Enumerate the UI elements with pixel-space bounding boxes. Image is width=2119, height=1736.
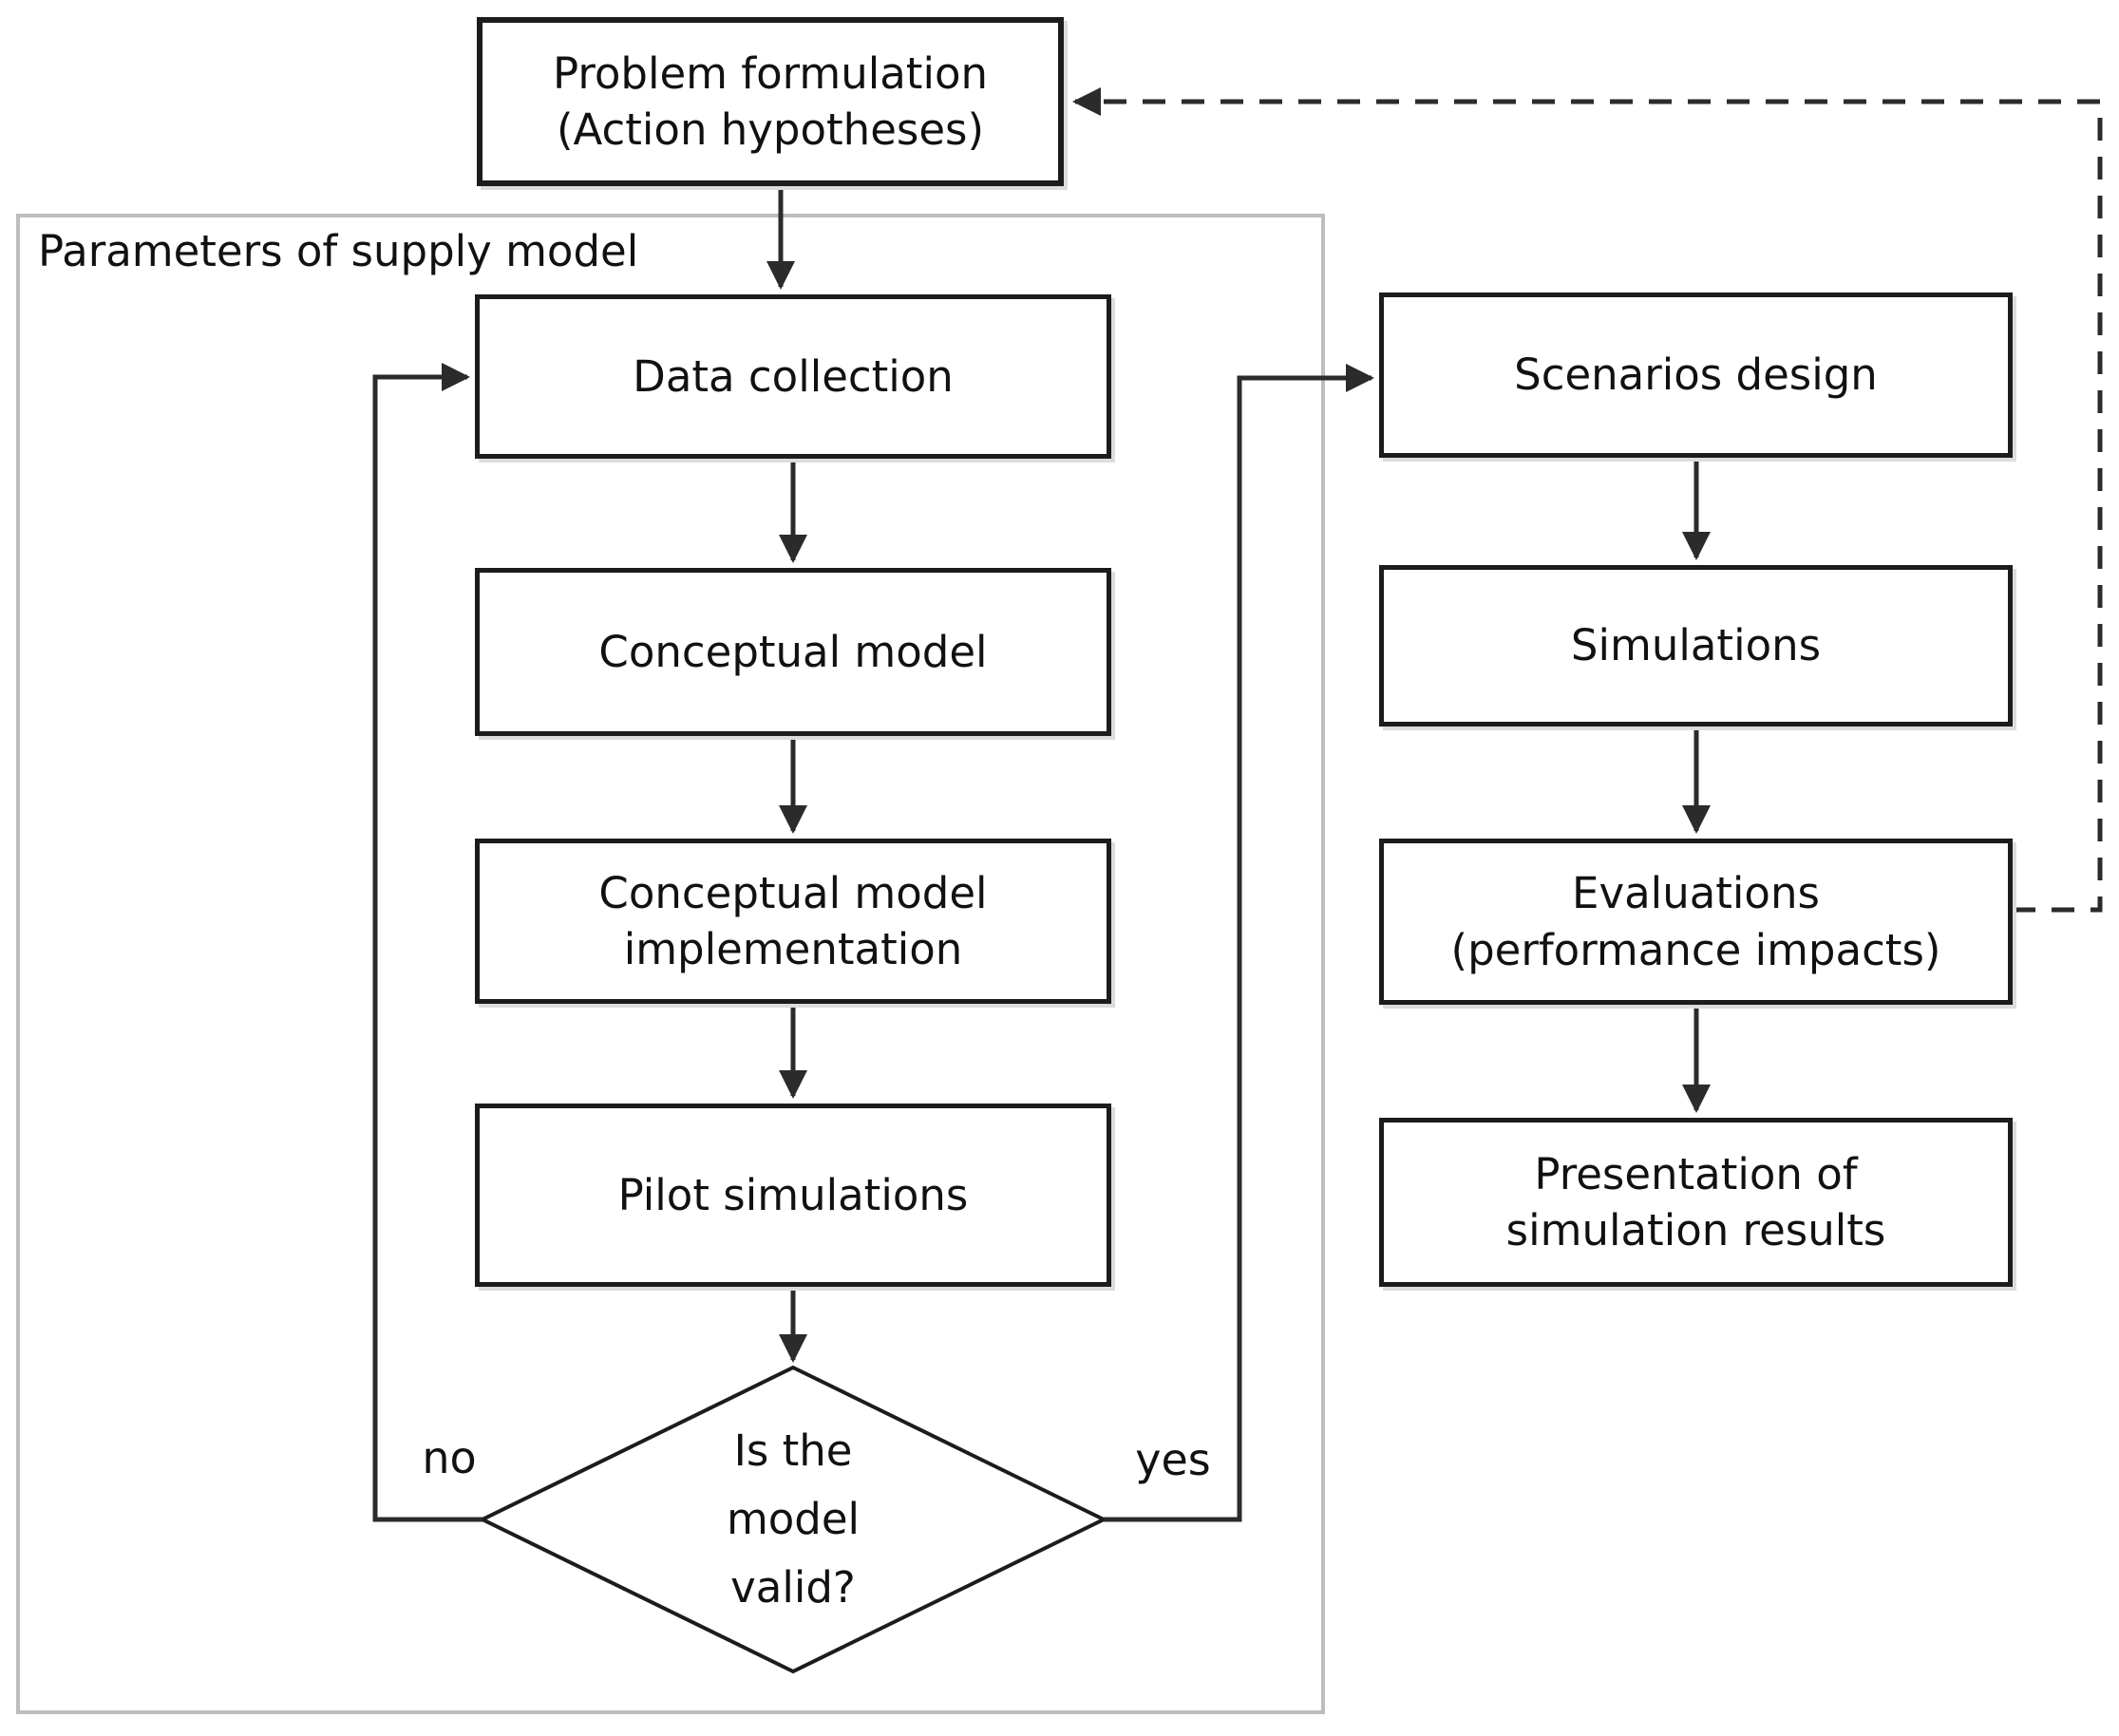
node-label-line: Data collection — [633, 350, 954, 402]
edge-label-no: no — [422, 1432, 477, 1483]
node-label-line: Scenarios design — [1514, 349, 1878, 401]
node-label-line: implementation — [623, 924, 963, 974]
parameters-group-frame — [16, 214, 1325, 1714]
node-evaluations: Evaluations (performance impacts) — [1379, 839, 2013, 1005]
edge-yes-to-scenarios-design — [1104, 364, 1374, 1522]
node-pilot-simulations: Pilot simulations — [475, 1104, 1111, 1287]
node-problem-formulation: Problem formulation (Action hypotheses) — [477, 17, 1064, 186]
node-conceptual-model-implementation: Conceptual model implementation — [475, 839, 1111, 1004]
decision-diamond — [478, 1365, 1108, 1674]
node-label-line: Presentation of — [1534, 1148, 1858, 1199]
node-label-line: Conceptual model — [598, 867, 988, 918]
node-label-line: (Action hypotheses) — [556, 104, 985, 155]
decision-label-line: model — [726, 1494, 861, 1544]
node-label-line: Conceptual model — [598, 626, 988, 677]
edge-feedback-evaluations-to-problem — [1072, 87, 2103, 913]
node-data-collection: Data collection — [475, 294, 1111, 459]
parameters-group-label: Parameters of supply model — [38, 226, 639, 276]
decision-label-line: valid? — [730, 1562, 856, 1613]
node-label-line: Simulations — [1570, 620, 1822, 671]
node-label-line: (performance impacts) — [1450, 924, 1941, 975]
decision-label-line: Is the — [733, 1425, 853, 1476]
node-label-line: Pilot simulations — [617, 1169, 969, 1220]
node-presentation-of-simulation-results: Presentation of simulation results — [1379, 1118, 2013, 1287]
node-simulations: Simulations — [1379, 565, 2013, 726]
node-label-line: Evaluations — [1572, 868, 1820, 919]
decision-label: Is the model valid? — [570, 1407, 1016, 1632]
node-scenarios-design: Scenarios design — [1379, 292, 2013, 458]
edge-no-loop-to-data-collection — [372, 363, 482, 1522]
edge-label-yes: yes — [1135, 1434, 1211, 1485]
node-label-line: Problem formulation — [553, 47, 988, 99]
node-label-line: simulation results — [1505, 1205, 1886, 1255]
node-conceptual-model: Conceptual model — [475, 568, 1111, 736]
